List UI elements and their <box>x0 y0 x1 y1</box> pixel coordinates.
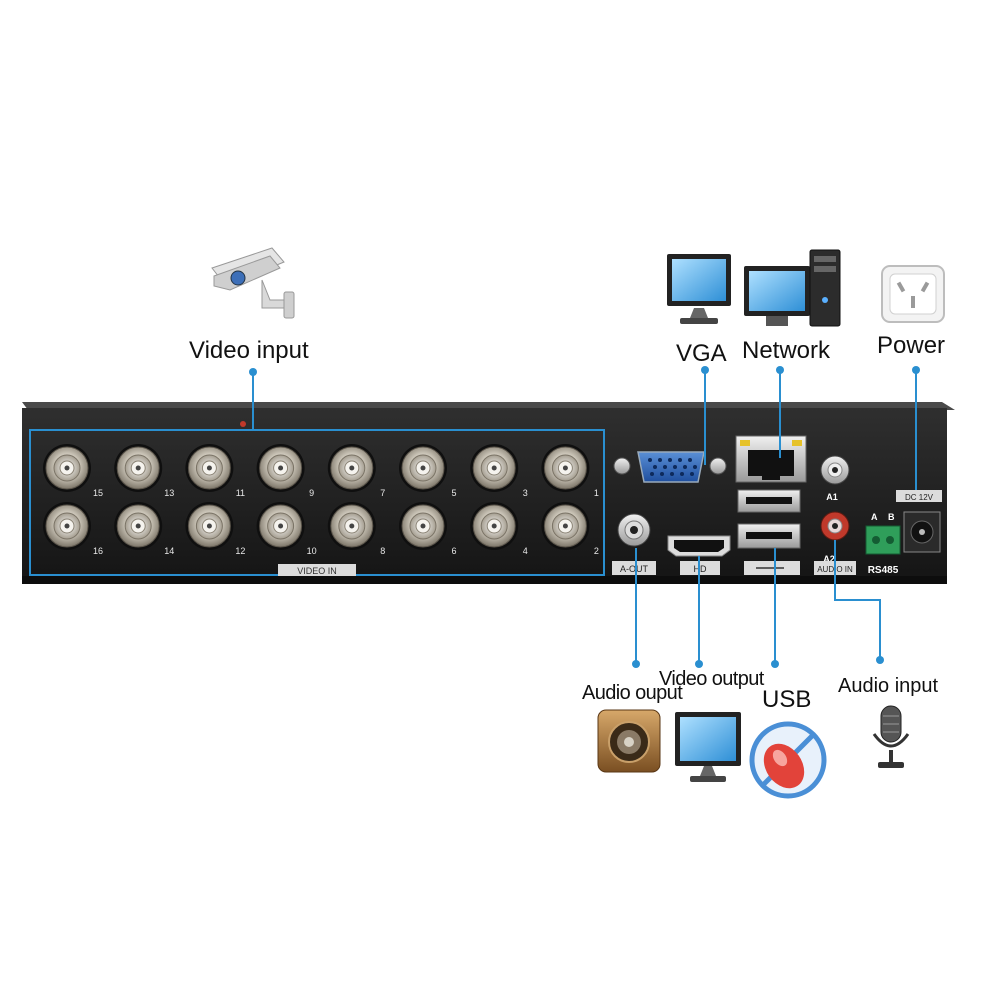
callout-line-audio-input <box>834 540 881 660</box>
video-output-label: Video output <box>659 668 764 690</box>
power-socket-icon <box>881 265 945 323</box>
a-out-label: A-OUT <box>620 564 649 574</box>
terminal-b-label: B <box>888 512 895 522</box>
channel-number-label: 14 <box>164 546 174 556</box>
hd-label: HD <box>694 564 707 574</box>
speaker-icon <box>597 709 661 773</box>
channel-number-label: 9 <box>309 488 314 498</box>
bnc-connectors: 15 13 11 9 7 5 3 1 16 14 12 10 8 6 4 2 <box>43 444 599 556</box>
bnc-connector-7 <box>327 444 376 492</box>
channel-number-label: 8 <box>380 546 385 556</box>
rs485-label: RS485 <box>868 565 899 576</box>
channel-number-label: 16 <box>93 546 103 556</box>
bnc-connector-13 <box>114 444 163 492</box>
network-label: Network <box>742 337 831 364</box>
dc-label-plate <box>896 490 942 502</box>
channel-number-label: 3 <box>523 488 528 498</box>
monitor-icon <box>675 712 741 782</box>
callout-lines <box>252 370 917 664</box>
video-in-label: VIDEO IN <box>297 566 337 576</box>
vga-label: VGA <box>676 340 727 367</box>
audio-output-label: Audio ouput <box>582 682 683 704</box>
callout-dots <box>249 366 920 668</box>
dc-power-jack <box>903 511 941 553</box>
channel-number-label: 7 <box>380 488 385 498</box>
vga-port <box>613 451 727 483</box>
channel-number-label: 5 <box>451 488 456 498</box>
cctv-camera-icon <box>211 247 295 319</box>
a1-label: A1 <box>826 492 838 502</box>
mouse-icon <box>749 721 827 799</box>
bnc-connector-5 <box>399 444 447 492</box>
bnc-connector-2 <box>541 502 590 550</box>
video-input-label: Video input <box>189 337 309 364</box>
bnc-connector-9 <box>256 444 305 492</box>
bnc-connector-3 <box>470 444 519 492</box>
bnc-connector-14 <box>114 502 163 550</box>
microphone-icon <box>872 705 910 768</box>
a2-label: A2 <box>823 554 835 564</box>
audio-output-rca-port <box>617 513 651 547</box>
channel-number-label: 15 <box>93 488 103 498</box>
dc-12v-label: DC 12V <box>905 493 934 502</box>
bnc-connector-12 <box>185 502 234 550</box>
terminal-a-label: A <box>871 512 878 522</box>
usb-label: USB <box>762 686 812 713</box>
rs485-terminal-block <box>865 525 901 555</box>
network-rj45-port <box>735 435 807 483</box>
channel-number-label: 13 <box>164 488 174 498</box>
video-in-label-plate <box>278 564 356 576</box>
hdmi-port <box>667 535 731 557</box>
bnc-connector-6 <box>399 502 447 550</box>
bnc-connector-8 <box>327 502 376 550</box>
monitor-icon <box>667 254 731 324</box>
channel-number-label: 2 <box>594 546 599 556</box>
bnc-connector-1 <box>541 444 590 492</box>
bnc-connector-10 <box>256 502 305 550</box>
audio-input-label: Audio input <box>838 675 939 697</box>
power-label: Power <box>877 332 946 359</box>
desktop-computer-icon <box>744 249 841 327</box>
bnc-connector-11 <box>185 444 234 492</box>
usb-ports <box>737 489 801 549</box>
audio-rca-a1 <box>820 455 850 485</box>
channel-number-label: 4 <box>523 546 528 556</box>
bnc-connector-15 <box>43 444 91 492</box>
channel-number-label: 10 <box>307 546 317 556</box>
channel-number-label: 11 <box>236 488 245 498</box>
channel-number-label: 6 <box>451 546 456 556</box>
bnc-connector-4 <box>470 502 519 550</box>
bnc-connector-16 <box>43 502 91 550</box>
channel-number-label: 12 <box>235 546 245 556</box>
channel-number-label: 1 <box>594 488 599 498</box>
a-out-label-plate <box>612 561 656 575</box>
audio-input-rca-a2 <box>820 511 850 541</box>
